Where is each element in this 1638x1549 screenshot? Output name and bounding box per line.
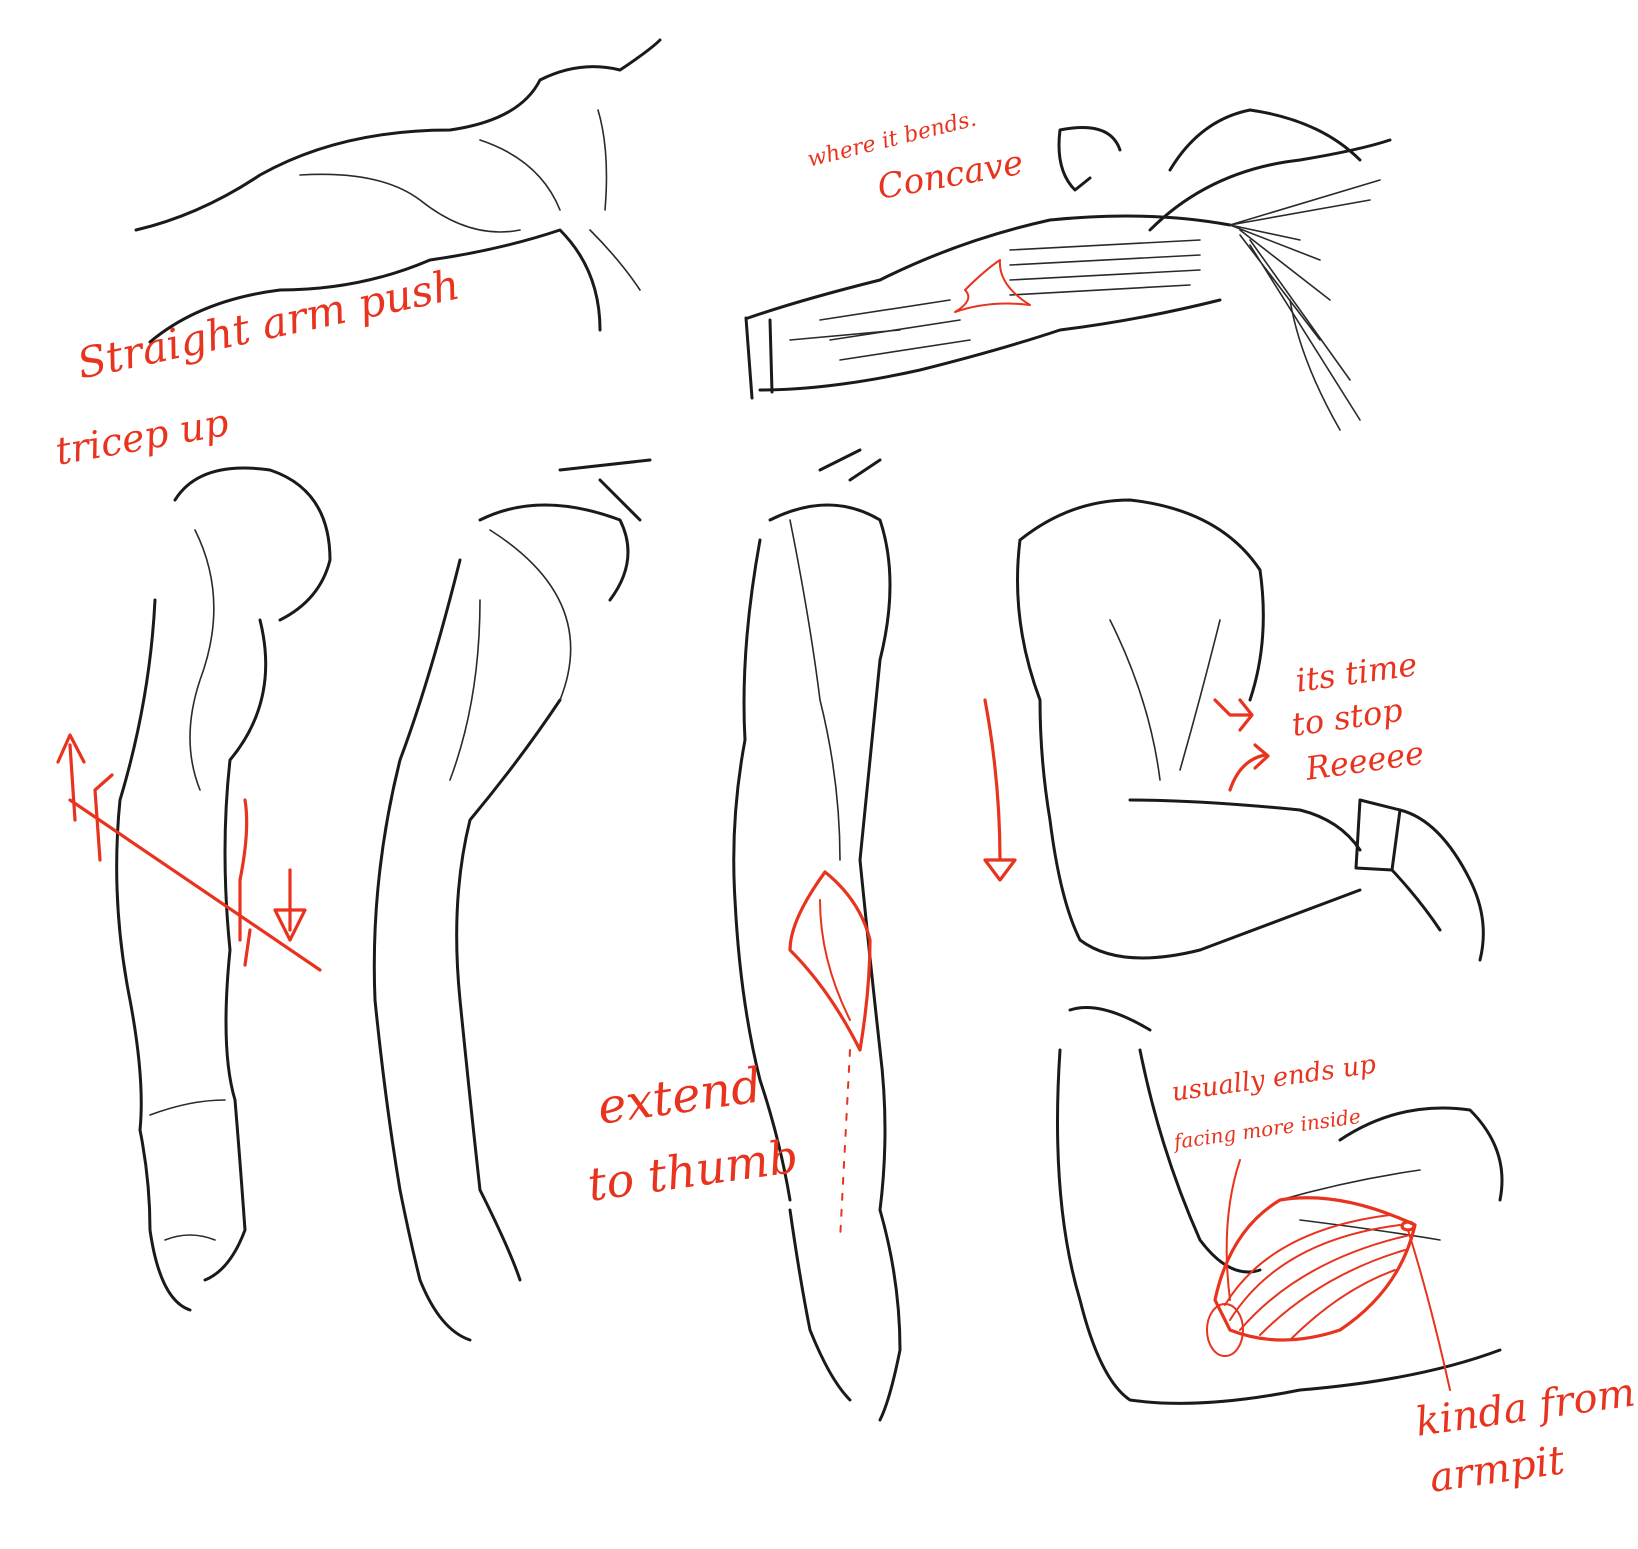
drawing-flexed-arm-bottom-right (1056, 1006, 1504, 1405)
red-force-arrows-left (56, 733, 322, 972)
red-bicep-outline (1206, 1159, 1451, 1391)
drawing-bent-arm-top-right (744, 108, 1392, 431)
drawing-arm-three-quarter (372, 458, 652, 1342)
drawing-extended-arm-top-left (134, 38, 662, 344)
red-forearm-extensor-mark (788, 870, 872, 1241)
red-arrows-right (983, 698, 1270, 882)
drawing-arm-front-view (732, 448, 902, 1422)
red-elbow-pit-mark (954, 259, 1031, 313)
drawing-bent-arm-watch (1016, 498, 1485, 962)
drawing-straight-arm-push (115, 466, 332, 1312)
